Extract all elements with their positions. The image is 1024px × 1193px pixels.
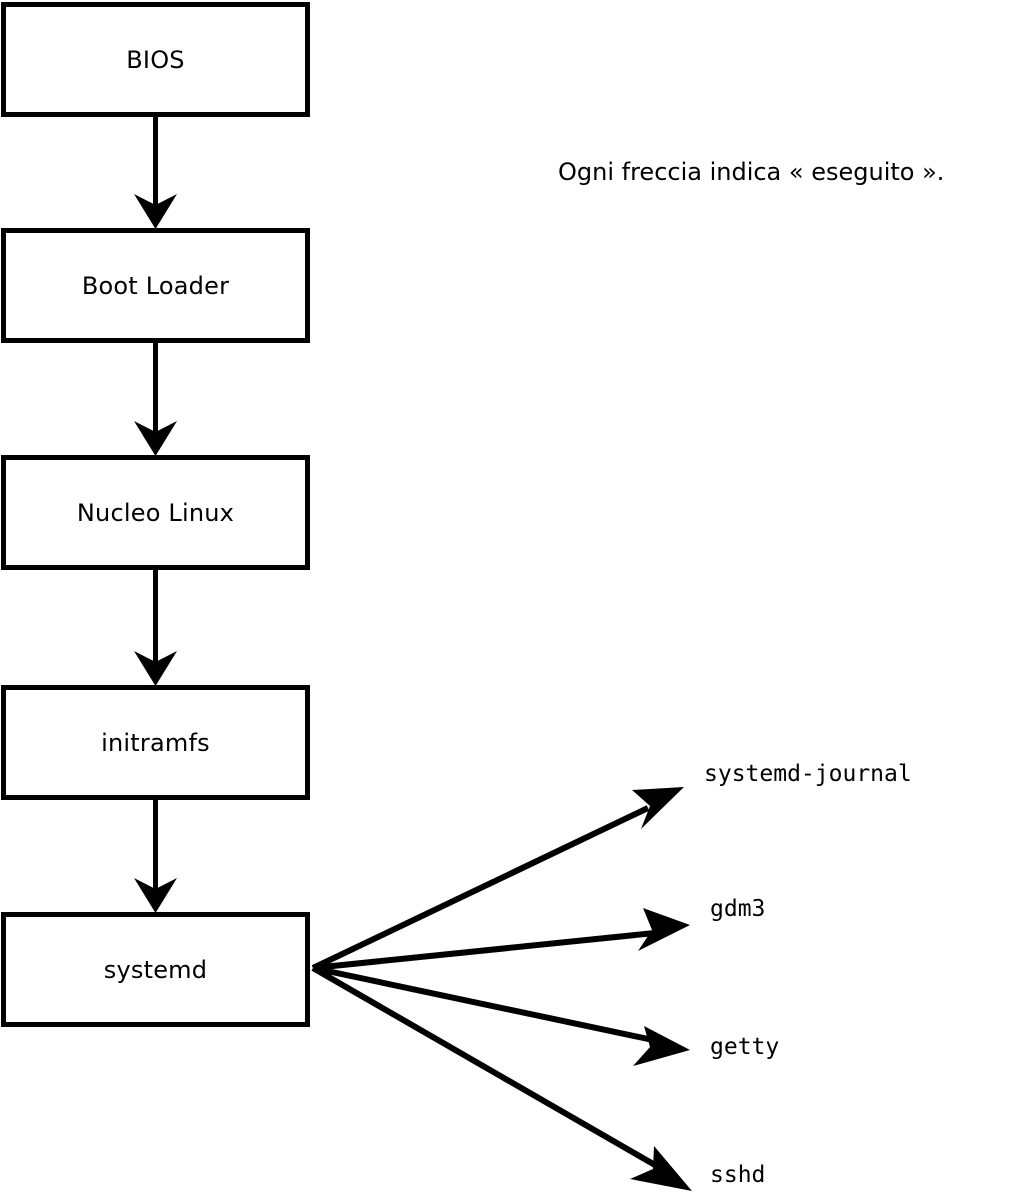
service-label-systemd-journal[interactable]: systemd-journal xyxy=(704,761,912,787)
process-box-kernel[interactable]: Nucleo Linux xyxy=(1,455,310,570)
service-label-getty[interactable]: getty xyxy=(710,1034,780,1060)
arrow-systemd-to-sshd xyxy=(311,965,692,1191)
process-box-systemd-label: systemd xyxy=(103,955,208,984)
arrow-bios-to-boot-loader xyxy=(134,117,177,229)
arrow-systemd-to-getty xyxy=(312,965,690,1066)
process-box-boot-loader[interactable]: Boot Loader xyxy=(1,228,310,343)
arrow-boot-loader-to-kernel xyxy=(134,343,177,456)
arrow-meaning-note: Ogni freccia indica « eseguito ». xyxy=(558,158,945,186)
process-box-boot-loader-label: Boot Loader xyxy=(81,271,230,300)
service-label-sshd[interactable]: sshd xyxy=(710,1162,766,1188)
process-box-bios[interactable]: BIOS xyxy=(1,2,310,117)
service-label-gdm3[interactable]: gdm3 xyxy=(710,896,766,922)
process-box-systemd[interactable]: systemd xyxy=(1,912,310,1027)
arrow-systemd-to-gdm3 xyxy=(312,908,690,971)
arrow-kernel-to-initramfs xyxy=(134,570,177,686)
process-box-bios-label: BIOS xyxy=(126,45,185,74)
arrow-systemd-to-systemd-journal xyxy=(311,787,684,971)
process-box-initramfs[interactable]: initramfs xyxy=(1,685,310,800)
arrow-initramfs-to-systemd xyxy=(134,800,177,913)
process-box-initramfs-label: initramfs xyxy=(101,728,210,757)
process-box-kernel-label: Nucleo Linux xyxy=(76,498,235,527)
